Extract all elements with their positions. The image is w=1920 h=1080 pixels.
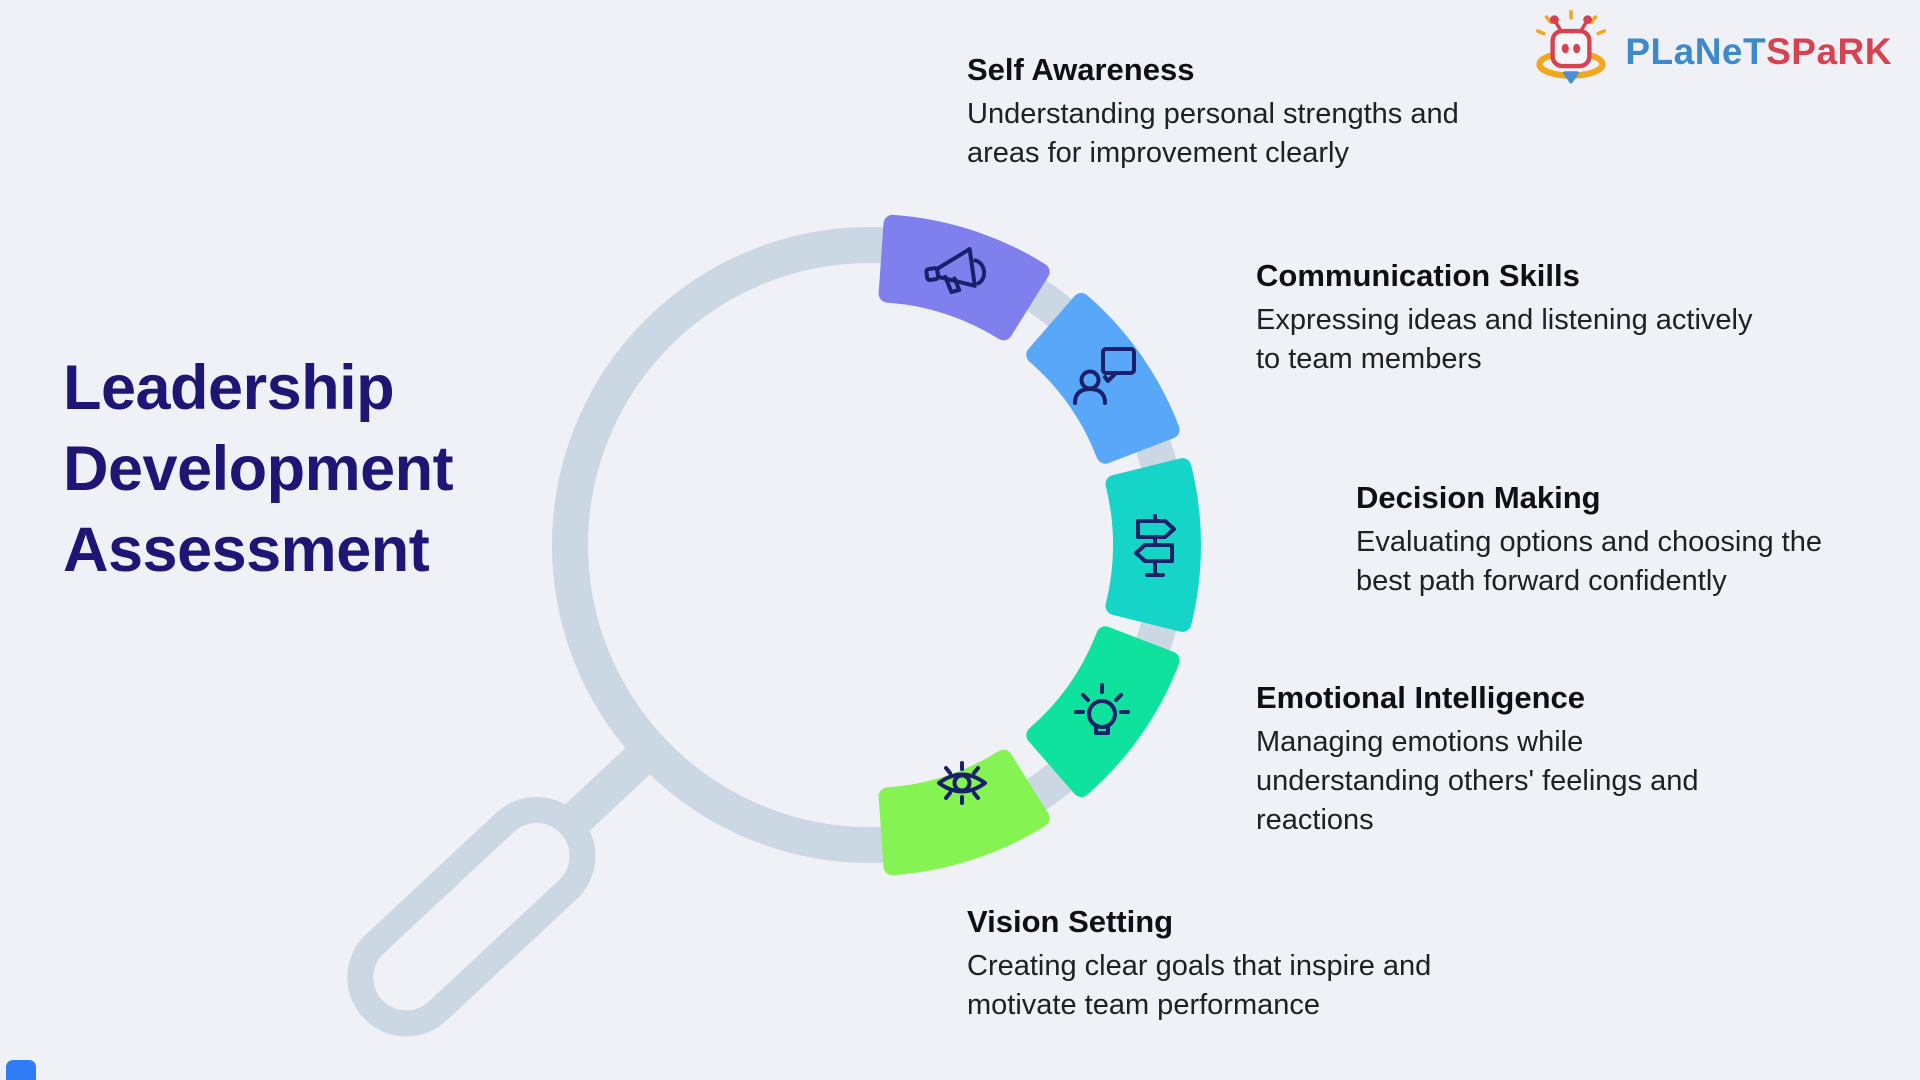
- magnifier-handle: [347, 797, 596, 1037]
- planetspark-robot-icon: [1536, 10, 1607, 84]
- skill-heading: Emotional Intelligence: [1256, 680, 1585, 715]
- planetspark-wordmark: PLaNeTSPaRK: [1625, 31, 1892, 73]
- skill-desc-line: Expressing ideas and listening actively: [1256, 304, 1753, 336]
- wordmark-spark: SPaRK: [1766, 31, 1892, 72]
- signpost-icon: [1134, 514, 1176, 577]
- label-emotional-intelligence: Emotional Intelligence Managing emotions…: [1256, 680, 1698, 840]
- segment-vision-setting: [878, 749, 1050, 876]
- skill-desc-line: areas for improvement clearly: [967, 137, 1349, 169]
- skill-heading: Communication Skills: [1256, 258, 1580, 293]
- title-line-1: Leadership: [63, 353, 395, 423]
- title-line-3: Assessment: [63, 515, 430, 585]
- skill-desc-line: reactions: [1256, 804, 1374, 836]
- skill-desc-line: best path forward confidently: [1356, 565, 1727, 597]
- label-vision-setting: Vision Setting Creating clear goals that…: [967, 904, 1431, 1025]
- label-self-awareness: Self Awareness Understanding personal st…: [967, 52, 1459, 173]
- lightbulb-icon: [1074, 683, 1130, 735]
- skill-heading: Vision Setting: [967, 904, 1174, 939]
- skill-desc-line: understanding others' feelings and: [1256, 765, 1699, 797]
- magnifier-stem: [564, 732, 667, 832]
- skill-desc-line: Evaluating options and choosing the: [1356, 526, 1822, 558]
- corner-accent: [6, 1060, 36, 1080]
- skill-heading: Self Awareness: [967, 52, 1195, 87]
- skill-desc-line: Creating clear goals that inspire and: [967, 950, 1432, 982]
- segment-emotional-intelligence: [1026, 626, 1180, 797]
- skill-desc-line: Managing emotions while: [1256, 726, 1584, 758]
- skill-desc-line: motivate team performance: [967, 989, 1320, 1021]
- planetspark-logo: PLaNeTSPaRK: [1527, 10, 1892, 94]
- skill-desc-line: Understanding personal strengths and: [967, 98, 1459, 130]
- skill-desc-line: to team members: [1256, 343, 1482, 375]
- eye-icon: [937, 761, 987, 805]
- segment-communication-skills: [1026, 293, 1180, 464]
- title-line-2: Development: [63, 434, 454, 504]
- megaphone-icon: [924, 247, 987, 295]
- skill-heading: Decision Making: [1356, 480, 1601, 515]
- page-title: Leadership Development Assessment: [63, 348, 454, 591]
- wordmark-planet: PLaNeT: [1625, 31, 1767, 72]
- label-decision-making: Decision Making Evaluating options and c…: [1356, 480, 1822, 601]
- person-chat-icon: [1073, 347, 1136, 405]
- segment-self-awareness: [878, 214, 1050, 341]
- label-communication-skills: Communication Skills Expressing ideas an…: [1256, 258, 1753, 379]
